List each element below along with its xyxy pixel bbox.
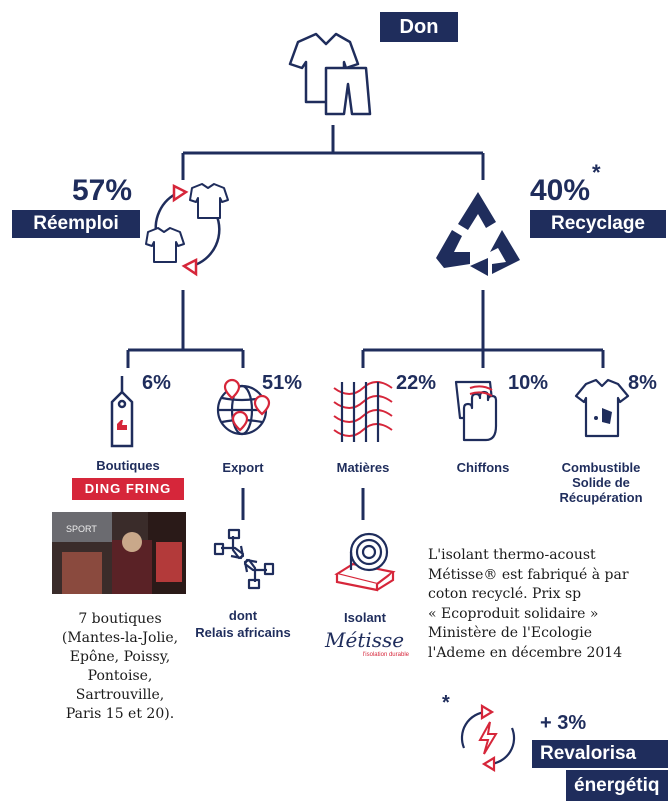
shirt-stain-icon xyxy=(574,378,630,438)
metisse-text-line: l'Ademe en décembre 2014 xyxy=(428,644,623,661)
matieres-pct: 22% xyxy=(396,372,437,394)
metisse-text-line: Métisse® est fabriqué à par xyxy=(428,566,629,583)
svg-text:SPORT: SPORT xyxy=(66,524,97,534)
fiber-icon xyxy=(333,381,393,442)
reemploi-label: Réemploi xyxy=(12,210,140,238)
recyclage-asterisk: * xyxy=(592,160,601,185)
csr-label-line: Récupération xyxy=(559,490,643,505)
reemploi-pct: 57% xyxy=(72,174,133,207)
reuse-cycle-icon xyxy=(145,183,229,277)
revalo-label-2: énergétiq xyxy=(566,770,668,801)
boutiques-text-line: Sartrouville, xyxy=(75,687,165,703)
export-sub-line1: dont xyxy=(228,608,258,623)
boutiques-text-line: Pontoise, xyxy=(87,668,153,684)
revalo-asterisk: * xyxy=(442,692,450,714)
isolant-label: Isolant xyxy=(344,610,386,625)
metisse-text-line: L'isolant thermo-acoust xyxy=(428,547,596,563)
boutiques-label: Boutiques xyxy=(96,458,160,473)
chiffons-label: Chiffons xyxy=(456,460,510,475)
csr-pct: 8% xyxy=(628,372,657,394)
export-pct: 51% xyxy=(262,372,303,394)
boutiques-text-line: (Mantes-la-Jolie, xyxy=(61,630,179,646)
cloth-hand-icon xyxy=(454,380,498,442)
boutiques-text-line: Paris 15 et 20). xyxy=(65,706,175,722)
export-label: Export xyxy=(222,460,264,475)
metisse-text-line: Ministère de l'Ecologie xyxy=(428,625,592,641)
export-sub-line2: Relais africains xyxy=(195,625,291,640)
recyclage-pct: 40% xyxy=(530,174,591,207)
metisse-description: L'isolant thermo-acoust Métisse® est fab… xyxy=(428,546,668,663)
metisse-logo-tagline: l'isolation durable xyxy=(362,652,409,658)
recycle-icon xyxy=(436,192,520,276)
hands-circle-icon xyxy=(213,528,275,590)
boutique-photo: SPORT xyxy=(52,512,186,594)
metisse-logo-text: Métisse xyxy=(325,628,405,652)
boutiques-text-line: Epône, Poissy, xyxy=(69,649,171,665)
boutiques-description: 7 boutiques (Mantes-la-Jolie, Epône, Poi… xyxy=(40,610,200,724)
csr-label: Combustible Solide de Récupération xyxy=(548,460,654,505)
insulation-roll-icon xyxy=(334,532,396,592)
don-title: Don xyxy=(380,12,458,42)
revalo-pct: + 3% xyxy=(540,712,587,734)
chiffons-pct: 10% xyxy=(508,372,549,394)
price-tag-icon xyxy=(110,376,134,448)
globe-pin-icon xyxy=(216,378,271,436)
recyclage-label: Recyclage xyxy=(530,210,666,238)
metisse-text-line: « Ecoproduit solidaire » xyxy=(428,605,599,622)
csr-label-line: Combustible xyxy=(561,460,641,475)
dingfring-logo: DING FRING xyxy=(72,478,184,500)
metisse-text-line: coton recyclé. Prix sp xyxy=(428,586,582,602)
boutiques-text-line: 7 boutiques xyxy=(78,611,162,627)
energy-cycle-icon xyxy=(460,704,516,772)
boutiques-pct: 6% xyxy=(142,372,171,394)
revalo-label-1: Revalorisa xyxy=(532,740,668,768)
clothes-icon xyxy=(288,32,372,116)
matieres-label: Matières xyxy=(336,460,390,475)
metisse-logo: Métisse l'isolation durable xyxy=(325,628,409,660)
csr-label-line: Solide de xyxy=(572,475,630,490)
